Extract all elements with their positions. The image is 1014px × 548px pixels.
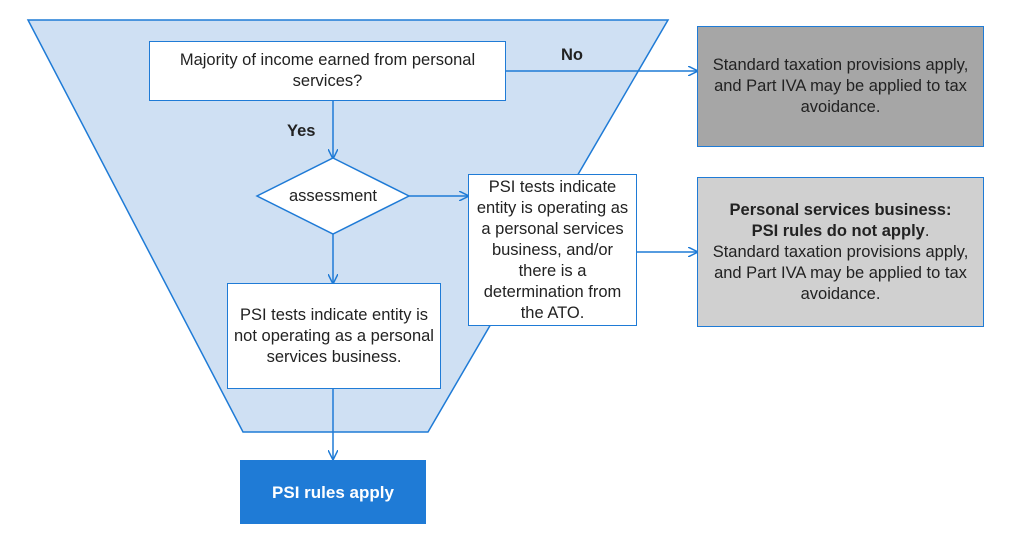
not-psb-text: PSI tests indicate entity is not operati…	[234, 305, 434, 366]
edge-label-yes: Yes	[287, 122, 316, 140]
not-psb-box: PSI tests indicate entity is not operati…	[227, 283, 441, 389]
psb-heading-line2: PSI rules do not apply	[751, 221, 925, 240]
is-psb-text: PSI tests indicate entity is operating a…	[476, 177, 629, 322]
majority-question-text: Majority of income earned from personal …	[179, 51, 476, 90]
assessment-text-wrap: assessment	[257, 184, 409, 208]
psb-heading-line1: Personal services business:	[729, 200, 952, 219]
is-psb-box: PSI tests indicate entity is operating a…	[468, 174, 637, 326]
psb-heading-line2-wrap: PSI rules do not apply.	[708, 221, 973, 242]
standard-taxation-box: Standard taxation provisions apply, and …	[697, 26, 984, 147]
psb-body-text: Standard taxation provisions apply, and …	[712, 242, 969, 303]
majority-question-box: Majority of income earned from personal …	[149, 41, 506, 101]
psb-result-content: Personal services business: PSI rules do…	[708, 200, 973, 305]
psb-result-box: Personal services business: PSI rules do…	[697, 177, 984, 327]
edge-label-no: No	[561, 46, 583, 64]
psb-heading-suffix: .	[924, 221, 930, 240]
standard-taxation-text: Standard taxation provisions apply, and …	[712, 56, 969, 116]
psi-rules-apply-text: PSI rules apply	[272, 482, 394, 502]
psi-rules-apply-box: PSI rules apply	[240, 460, 426, 524]
assessment-text: assessment	[288, 186, 378, 205]
